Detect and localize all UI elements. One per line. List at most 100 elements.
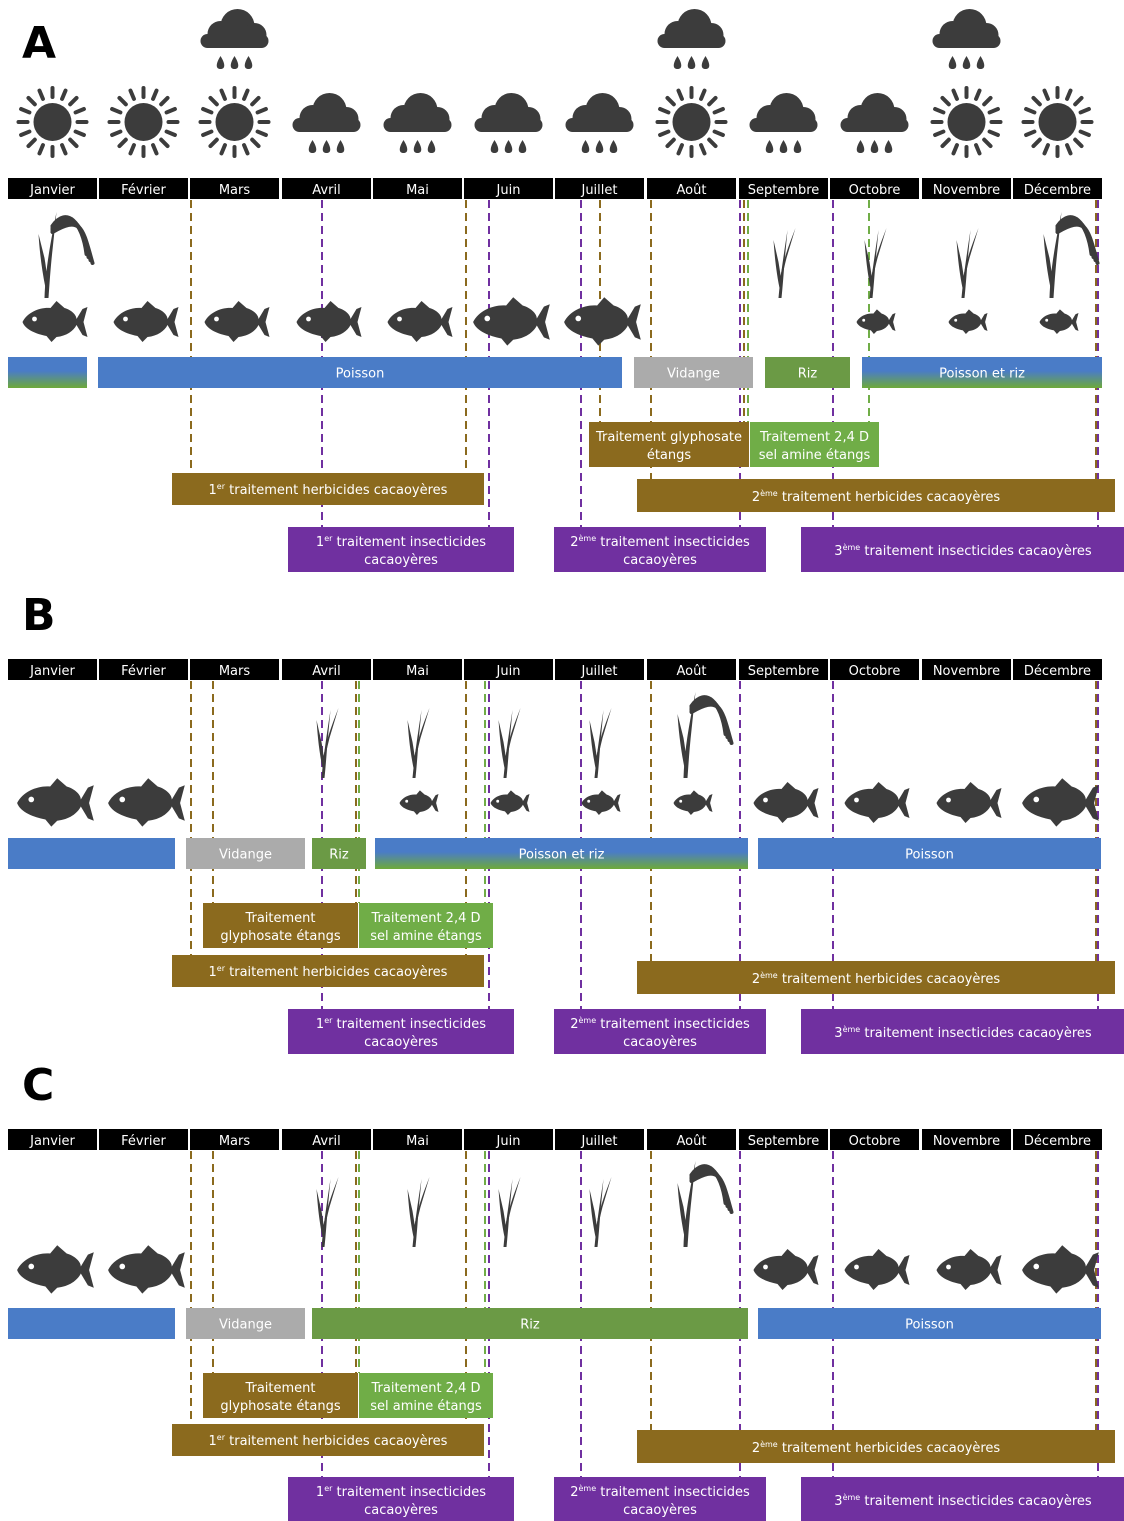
fish-icon <box>1022 1245 1099 1294</box>
glyphosate-pond-treatment-line1: Traitement <box>244 911 315 926</box>
month-label: Juillet <box>580 183 617 198</box>
month-label: Septembre <box>748 183 820 198</box>
glyphosate-pond-treatment-line2: étangs <box>647 448 692 463</box>
drainage-bar-label: Vidange <box>219 1318 272 1333</box>
month-cell <box>1013 1129 1102 1150</box>
month-cell <box>647 1129 736 1150</box>
rice-plant-mature-icon <box>38 212 95 298</box>
month-cell <box>1013 659 1102 680</box>
insecticide-treatment-2 <box>554 1009 766 1054</box>
month-label: Juin <box>496 664 521 679</box>
month-label: Février <box>121 1134 166 1149</box>
month-cell <box>8 1129 97 1150</box>
month-label: Avril <box>312 1134 340 1149</box>
fish-icon <box>108 778 185 827</box>
month-cell <box>190 178 279 199</box>
month-cell <box>739 659 828 680</box>
month-label: Avril <box>312 664 340 679</box>
rice-plant-icon <box>407 708 430 778</box>
month-cell <box>555 178 644 199</box>
month-label: Juillet <box>580 664 617 679</box>
month-cell <box>1013 178 1102 199</box>
rice-plant-icon <box>589 708 612 778</box>
month-label: Août <box>677 664 707 679</box>
glyphosate-pond-treatment <box>203 1373 358 1418</box>
rice-bar <box>765 357 850 388</box>
month-label: Mai <box>406 664 429 679</box>
insecticide-treatment-2 <box>554 527 766 572</box>
fish-icon <box>17 1245 94 1294</box>
sun-icon <box>655 86 728 158</box>
insecticide-treatment-3-label: 3ème traitement insecticides cacaoyères <box>834 542 1092 559</box>
month-label: Mars <box>219 183 251 198</box>
glyphosate-pond-treatment-line2: glyphosate étangs <box>220 929 341 944</box>
rain-cloud-icon <box>565 93 634 153</box>
herbicide-treatment-2-label: 2ème traitement herbicides cacaoyères <box>752 970 1001 987</box>
month-label: Mai <box>406 183 429 198</box>
insecticide-treatment-1-label: 1er traitement insecticides <box>316 1016 486 1032</box>
drainage-bar-label: Vidange <box>219 848 272 863</box>
month-label: Octobre <box>849 1134 901 1149</box>
month-cell <box>282 1129 371 1150</box>
herbicide-treatment-1-label: 1er traitement herbicides cacaoyères <box>209 1433 448 1449</box>
month-label: Janvier <box>29 1134 75 1149</box>
insecticide-treatment-2-label2: cacaoyères <box>623 553 697 568</box>
month-label: Juin <box>496 183 521 198</box>
insecticide-treatment-2-label: 2ème traitement insecticides <box>570 1015 750 1032</box>
fish-icon <box>581 790 621 815</box>
rain-cloud-icon <box>474 93 543 153</box>
fish-icon <box>753 1249 819 1290</box>
month-label: Janvier <box>29 183 75 198</box>
rice-plant-icon <box>956 228 979 298</box>
insecticide-treatment-3 <box>801 1009 1124 1054</box>
rice-plant-icon <box>773 228 796 298</box>
insecticide-treatment-1-label: 1er traitement insecticides <box>316 1484 486 1500</box>
fish-icon <box>22 301 88 342</box>
month-cell <box>830 178 919 199</box>
rain-cloud-icon <box>292 93 361 153</box>
rice-plant-mature-icon <box>1043 212 1100 298</box>
herbicide-treatment-1 <box>172 473 484 505</box>
rice-bar-label: Riz <box>329 848 349 863</box>
rice-plant-icon <box>498 1177 521 1247</box>
fish-bar-label: Poisson <box>336 367 385 382</box>
month-cell <box>8 178 97 199</box>
fish-icon <box>473 297 550 346</box>
amine-24d-pond-treatment-line1: Traitement 2,4 D <box>371 1381 481 1396</box>
rain-cloud-icon <box>749 93 818 153</box>
insecticide-treatment-3 <box>801 527 1124 572</box>
fish-icon <box>844 782 910 823</box>
fish-bar <box>8 838 175 869</box>
month-cell <box>464 178 553 199</box>
month-cell <box>464 659 553 680</box>
amine-24d-pond-treatment <box>359 1373 493 1418</box>
month-cell <box>739 178 828 199</box>
fish-icon <box>296 301 362 342</box>
fish-icon <box>204 301 270 342</box>
drainage-bar <box>186 838 305 869</box>
month-label: Juin <box>496 1134 521 1149</box>
insecticide-treatment-2-label: 2ème traitement insecticides <box>570 1483 750 1500</box>
fish-icon <box>753 782 819 823</box>
rain-cloud-icon <box>840 93 909 153</box>
rice-plant-mature-icon <box>677 1161 734 1247</box>
fish-rice-bar <box>8 357 87 388</box>
fish-rice-bar <box>375 838 748 869</box>
sun-icon <box>1021 86 1094 158</box>
rice-bar-label: Riz <box>798 367 818 382</box>
glyphosate-pond-treatment <box>589 422 749 467</box>
month-cell <box>647 659 736 680</box>
insecticide-treatment-1-label2: cacaoyères <box>364 553 438 568</box>
month-label: Octobre <box>849 664 901 679</box>
month-cell <box>373 178 462 199</box>
month-cell <box>8 659 97 680</box>
insecticide-treatment-1-label: 1er traitement insecticides <box>316 534 486 550</box>
herbicide-treatment-2 <box>637 479 1115 512</box>
month-label: Janvier <box>29 664 75 679</box>
amine-24d-pond-treatment <box>359 903 493 948</box>
fish-icon <box>399 790 439 815</box>
fish-icon <box>936 782 1002 823</box>
